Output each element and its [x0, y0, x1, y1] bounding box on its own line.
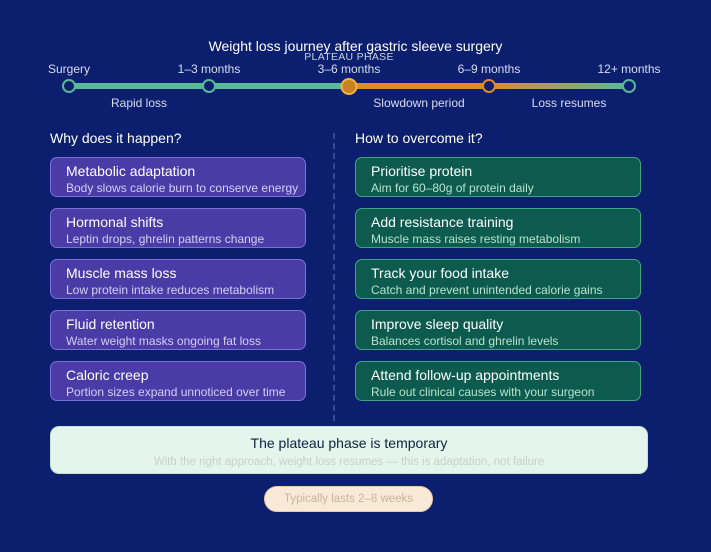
why-card: Hormonal shifts Leptin drops, ghrelin pa…: [50, 208, 306, 248]
stage-label-12-plus-months: 12+ months: [597, 62, 661, 76]
summary-title: The plateau phase is temporary: [250, 435, 448, 451]
why-card-title: Caloric creep: [66, 367, 149, 383]
why-card: Caloric creep Portion sizes expand unnot…: [50, 361, 306, 401]
timeline-dot-12-plus-months: [622, 79, 636, 93]
why-card-subtitle: Low protein intake reduces metabolism: [66, 283, 275, 297]
how-card-subtitle: Aim for 60–80g of protein daily: [371, 181, 534, 195]
how-card: Attend follow-up appointments Rule out c…: [355, 361, 641, 401]
how-card-title: Improve sleep quality: [371, 316, 504, 332]
timeline-track-slowdown: [349, 83, 489, 89]
segment-label-loss-resumes: Loss resumes: [531, 96, 607, 110]
how-card: Track your food intake Catch and prevent…: [355, 259, 641, 299]
why-card: Fluid retention Water weight masks ongoi…: [50, 310, 306, 350]
duration-pill: Typically lasts 2–8 weeks: [264, 486, 433, 512]
why-card-subtitle: Portion sizes expand unnoticed over time: [66, 385, 286, 399]
how-heading: How to overcome it?: [355, 130, 483, 146]
segment-label-rapid-loss: Rapid loss: [110, 96, 168, 110]
timeline-dot-surgery: [62, 79, 76, 93]
how-card: Improve sleep quality Balances cortisol …: [355, 310, 641, 350]
summary-banner: The plateau phase is temporary With the …: [50, 426, 648, 474]
why-card-subtitle: Water weight masks ongoing fat loss: [66, 334, 261, 348]
how-card-title: Add resistance training: [371, 214, 514, 230]
segment-label-slowdown: Slowdown period: [373, 96, 465, 110]
stage-label-6-9-months: 6–9 months: [457, 62, 521, 76]
how-card: Add resistance training Muscle mass rais…: [355, 208, 641, 248]
why-card-subtitle: Body slows calorie burn to conserve ener…: [66, 181, 299, 195]
why-card-subtitle: Leptin drops, ghrelin patterns change: [66, 232, 265, 246]
timeline-dot-1-3-months: [202, 79, 216, 93]
why-heading: Why does it happen?: [50, 130, 182, 146]
why-card-title: Hormonal shifts: [66, 214, 164, 230]
how-card-title: Attend follow-up appointments: [371, 367, 560, 383]
diagram-title: Weight loss journey after gastric sleeve…: [208, 38, 503, 54]
why-card: Muscle mass loss Low protein intake redu…: [50, 259, 306, 299]
plateau-phase-tag: PLATEAU PHASE: [304, 51, 394, 63]
how-card-subtitle: Rule out clinical causes with your surge…: [371, 385, 595, 399]
timeline-track-loss-resumes: [489, 83, 628, 89]
why-card: Metabolic adaptation Body slows calorie …: [50, 157, 306, 197]
why-card-title: Fluid retention: [66, 316, 155, 332]
summary-subtitle: With the right approach, weight loss res…: [153, 456, 545, 468]
why-card-title: Muscle mass loss: [66, 265, 177, 281]
how-card-subtitle: Muscle mass raises resting metabolism: [371, 232, 581, 246]
how-card-subtitle: Catch and prevent unintended calorie gai…: [371, 283, 603, 297]
how-card-title: Prioritise protein: [371, 163, 473, 179]
timeline-dot-6-9-months: [482, 79, 496, 93]
stage-label-surgery: Surgery: [47, 62, 91, 76]
how-card: Prioritise protein Aim for 60–80g of pro…: [355, 157, 641, 197]
how-card-subtitle: Balances cortisol and ghrelin levels: [371, 334, 559, 348]
why-card-title: Metabolic adaptation: [66, 163, 196, 179]
timeline-dot-plateau: [340, 78, 358, 95]
column-divider: [333, 133, 335, 421]
stage-label-3-6-months: 3–6 months: [317, 62, 381, 76]
how-card-title: Track your food intake: [371, 265, 509, 281]
stage-label-1-3-months: 1–3 months: [177, 62, 241, 76]
